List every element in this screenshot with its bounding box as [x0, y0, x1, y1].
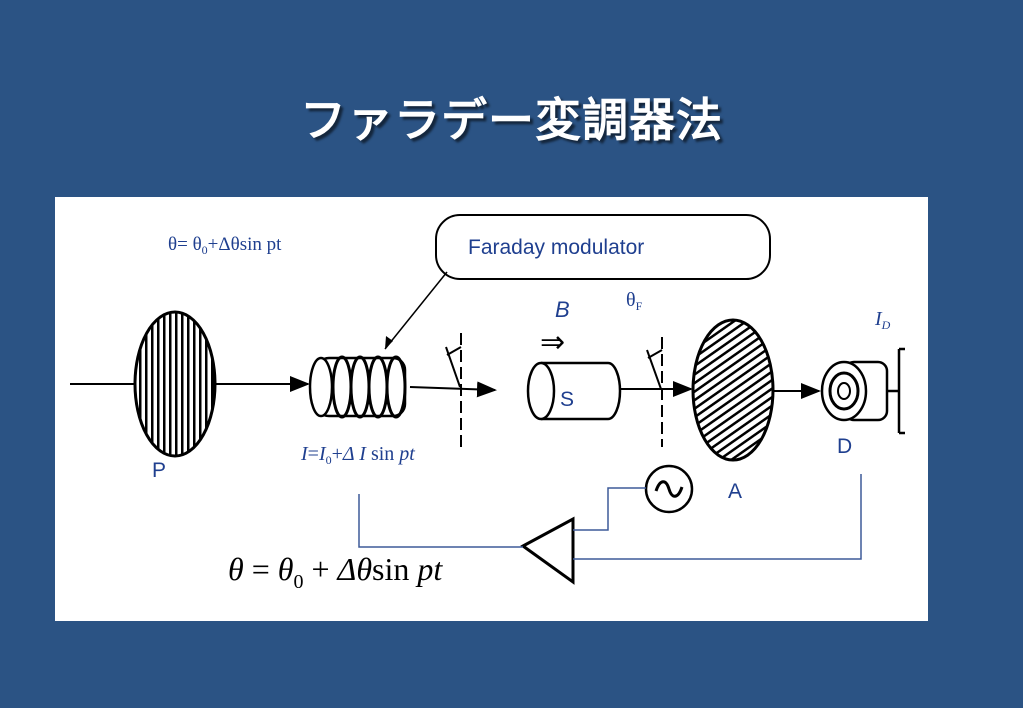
faraday-modulator-diagram: θ= θ0+Δθsin pt Faraday modulator P	[70, 214, 905, 593]
polarizer-label: P	[152, 459, 166, 482]
page-title: ファラデー変調器法	[300, 93, 723, 147]
faraday-modulator-callout: Faraday modulator	[384, 214, 771, 350]
faraday-coil	[308, 355, 407, 419]
analyzer-label: A	[728, 480, 742, 503]
modulation-formula-top: θ= θ0+Δθsin pt	[168, 234, 282, 257]
field-arrow-icon: ⇒	[540, 325, 565, 360]
beam-line-2	[409, 381, 497, 398]
modulation-formula-bottom: θ = θ0 + Δθsin pt	[228, 551, 443, 593]
ac-source	[644, 464, 694, 514]
diagram-panel: θ= θ0+Δθsin pt Faraday modulator P	[55, 197, 928, 621]
feedback-wiring	[358, 474, 862, 560]
field-label: B	[555, 297, 570, 322]
rotation-indicator-1	[445, 333, 462, 447]
sample-label: S	[560, 388, 574, 411]
rotation-indicator-2	[646, 337, 663, 447]
analyzer-disk	[691, 318, 775, 462]
sample-cylinder	[526, 361, 622, 421]
current-formula: I=I0+Δ I sin pt	[300, 443, 415, 467]
lock-in-amplifier	[520, 516, 575, 585]
theta-f-label: θF	[626, 289, 643, 313]
polarizer-disk	[133, 310, 217, 458]
callout-label: Faraday modulator	[468, 236, 644, 259]
detector-current-label: ID	[874, 308, 891, 332]
detector	[820, 347, 905, 435]
detector-label: D	[837, 435, 852, 458]
